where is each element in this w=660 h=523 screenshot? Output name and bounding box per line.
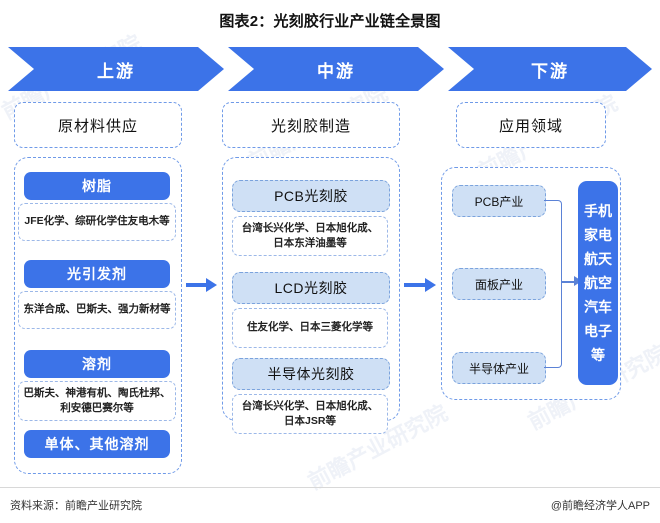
flow-arrow-head-icon xyxy=(206,278,217,292)
supplier-box-solvent: 巴斯夫、神港有机、陶氏杜邦、利安德巴赛尔等 xyxy=(18,381,176,421)
supplier-box-photoinitiator-text: 东洋合成、巴斯夫、强力新材等 xyxy=(23,303,171,316)
industry-box-semiconductor: 半导体产业 xyxy=(452,352,546,384)
source-text: 资料来源：前瞻产业研究院 xyxy=(10,500,142,512)
supplier-box-resin: JFE化学、综研化学住友电木等 xyxy=(18,203,176,241)
material-pill-solvent-label: 溶剂 xyxy=(82,356,112,372)
banner-segment-downstream: 下游 xyxy=(448,47,652,91)
product-supplier-pcb-text: 台湾长兴化学、日本旭化成、日本东洋油墨等 xyxy=(241,221,379,249)
bracket-connector xyxy=(544,200,562,368)
product-box-pcb: PCB光刻胶 xyxy=(232,180,390,212)
industry-box-pcb: PCB产业 xyxy=(452,185,546,217)
material-pill-resin-label: 树脂 xyxy=(82,178,112,194)
banner-label-downstream: 下游 xyxy=(531,61,569,81)
column-header-midstream: 光刻胶制造 xyxy=(222,102,400,148)
material-pill-photoinitiator-label: 光引发剂 xyxy=(67,266,127,282)
product-supplier-semiconductor: 台湾长兴化学、日本旭化成、日本JSR等 xyxy=(232,394,388,434)
application-label-2: 航天 xyxy=(584,250,612,267)
column-header-upstream: 原材料供应 xyxy=(14,102,182,148)
material-pill-photoinitiator: 光引发剂 xyxy=(24,260,170,288)
industry-box-panel: 面板产业 xyxy=(452,268,546,300)
product-supplier-lcd: 住友化学、日本三菱化学等 xyxy=(232,308,388,348)
flow-arrow-line xyxy=(404,283,428,287)
bracket-connector-stem xyxy=(561,281,577,283)
supplier-box-photoinitiator: 东洋合成、巴斯夫、强力新材等 xyxy=(18,291,176,329)
page-title: 图表2：光刻胶行业产业链全景图 xyxy=(219,13,441,30)
flow-arrow-line xyxy=(186,283,208,287)
application-label-3: 航空 xyxy=(584,274,612,291)
supplier-box-resin-text: JFE化学、综研化学住友电木等 xyxy=(24,215,170,228)
industry-box-panel-label: 面板产业 xyxy=(474,277,523,292)
material-pill-monomer: 单体、其他溶剂 xyxy=(24,430,170,458)
supplier-box-solvent-text: 巴斯夫、神港有机、陶氏杜邦、利安德巴赛尔等 xyxy=(23,386,171,414)
material-pill-solvent: 溶剂 xyxy=(24,350,170,378)
product-box-pcb-label: PCB光刻胶 xyxy=(274,188,348,204)
column-header-downstream-label: 应用领域 xyxy=(498,117,563,135)
column-header-upstream-label: 原材料供应 xyxy=(57,117,138,135)
application-label-4: 汽车 xyxy=(584,299,612,316)
material-pill-monomer-label: 单体、其他溶剂 xyxy=(44,436,150,452)
application-label-0: 手机 xyxy=(584,202,612,219)
industry-box-semiconductor-label: 半导体产业 xyxy=(468,361,529,376)
product-box-semiconductor-label: 半导体光刻胶 xyxy=(267,366,355,382)
banner-label-upstream: 上游 xyxy=(97,61,135,81)
column-header-downstream: 应用领域 xyxy=(456,102,606,148)
column-header-midstream-label: 光刻胶制造 xyxy=(270,117,351,135)
credit-text: @前瞻经济学人APP xyxy=(550,500,650,512)
banner-label-midstream: 中游 xyxy=(317,61,355,81)
product-supplier-semiconductor-text: 台湾长兴化学、日本旭化成、日本JSR等 xyxy=(241,399,379,427)
application-label-5: 电子 xyxy=(584,323,612,340)
banner-segment-upstream: 上游 xyxy=(8,47,224,91)
product-box-semiconductor: 半导体光刻胶 xyxy=(232,358,390,390)
flow-arrow-head-icon xyxy=(425,278,436,292)
product-box-lcd: LCD光刻胶 xyxy=(232,272,390,304)
product-supplier-pcb: 台湾长兴化学、日本旭化成、日本东洋油墨等 xyxy=(232,216,388,256)
material-pill-resin: 树脂 xyxy=(24,172,170,200)
product-supplier-lcd-text: 住友化学、日本三菱化学等 xyxy=(247,321,373,334)
industry-box-pcb-label: PCB产业 xyxy=(474,194,524,209)
stage-banner: 上游 中游 下游 xyxy=(8,47,652,91)
applications-box: 手机 家电 航天 航空 汽车 电子 等 xyxy=(578,181,618,385)
banner-segment-midstream: 中游 xyxy=(228,47,444,91)
product-box-lcd-label: LCD光刻胶 xyxy=(274,280,348,296)
application-label-1: 家电 xyxy=(584,226,612,243)
application-label-6: 等 xyxy=(591,347,605,364)
footer-divider xyxy=(0,487,660,488)
